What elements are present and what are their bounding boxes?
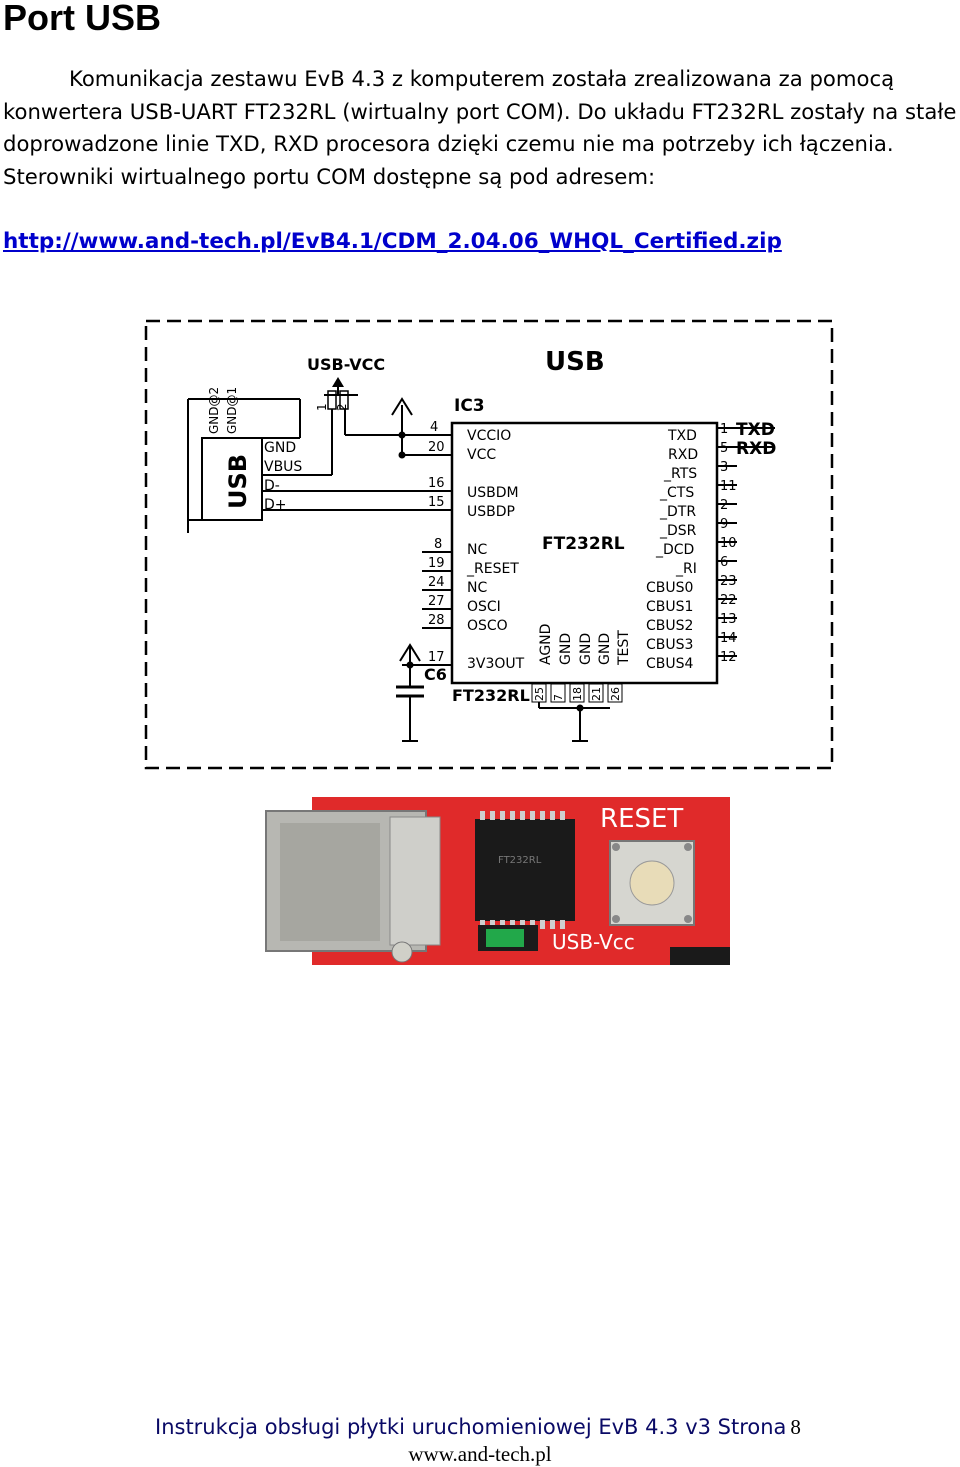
left-pin-num: 8 bbox=[434, 537, 442, 552]
conn-gnd1-label: GND@1 bbox=[225, 387, 239, 434]
c6-ref: C6 bbox=[424, 665, 447, 684]
footer-line: Instrukcja obsługi płytki uruchomieniowe… bbox=[155, 1412, 801, 1442]
usb-connector-symbol bbox=[201, 437, 263, 521]
right-pin-num: 2 bbox=[720, 498, 728, 513]
conn-signal-vbus: VBUS bbox=[264, 459, 302, 475]
right-pin-name: RXD bbox=[668, 447, 698, 463]
left-pin-name: VCC bbox=[467, 447, 496, 463]
right-pin-net: RXD bbox=[736, 439, 776, 459]
page-number: 8 bbox=[790, 1415, 801, 1439]
bottom-pin-name: GND bbox=[597, 633, 613, 665]
footer-text: Instrukcja obsługi płytki uruchomieniowe… bbox=[155, 1415, 787, 1439]
ic3-right-pins: TXD 1 TXD RXD 5 RXD _RTS 3 _CTS 11 _DTR … bbox=[646, 420, 776, 672]
right-pin-num: 11 bbox=[720, 479, 737, 494]
bottom-pin-num: 18 bbox=[571, 687, 584, 701]
left-pin-name: VCCIO bbox=[467, 428, 511, 444]
usb-connector-label: USB bbox=[224, 454, 252, 509]
photo-jumper-label: USB-Vcc bbox=[552, 930, 635, 954]
right-pin-name: _DCD bbox=[655, 542, 694, 558]
ic3-ref: IC3 bbox=[454, 396, 485, 416]
bottom-pin-name: GND bbox=[578, 633, 594, 665]
bottom-pin-nums: 25 7 18 21 26 bbox=[531, 683, 623, 703]
jumper-pin-num-2: 2 bbox=[335, 403, 349, 411]
page-title: Port USB bbox=[3, 0, 162, 38]
right-pin-num: 3 bbox=[720, 460, 728, 475]
left-pin-num: 17 bbox=[428, 650, 445, 665]
right-pin-name: CBUS3 bbox=[646, 637, 693, 653]
right-pin-num: 5 bbox=[720, 441, 728, 456]
right-pin-name: _DSR bbox=[659, 523, 697, 539]
left-pin-name: NC bbox=[467, 542, 487, 558]
right-pin-num: 14 bbox=[720, 631, 737, 646]
right-pin-name: _RI bbox=[675, 561, 697, 577]
right-pin-num: 1 bbox=[720, 422, 728, 437]
ic3-bottom-name: FT232RL bbox=[452, 686, 530, 705]
conn-gnd2-label: GND@2 bbox=[207, 387, 221, 434]
left-pin-num: 19 bbox=[428, 556, 445, 571]
right-pin-name: _CTS bbox=[659, 485, 694, 501]
right-pin-name: _DTR bbox=[659, 504, 696, 520]
left-pin-num: 27 bbox=[428, 594, 445, 609]
ic3-left-pins: 4 VCCIO 20 VCC 16 USBDM 15 USBDP 8 NC 19… bbox=[402, 420, 525, 672]
right-pin-net: TXD bbox=[736, 420, 775, 440]
ic3-part-name: FT232RL bbox=[542, 534, 625, 554]
right-pin-name: _RTS bbox=[663, 466, 697, 482]
bottom-pin-name: AGND bbox=[538, 624, 554, 665]
left-pin-num: 24 bbox=[428, 575, 445, 590]
right-pin-name: CBUS2 bbox=[646, 618, 693, 634]
left-pin-name: OSCI bbox=[467, 599, 501, 615]
jumper-pin-num-1: 1 bbox=[315, 403, 329, 411]
intro-paragraph: Komunikacja zestawu EvB 4.3 z komputerem… bbox=[3, 66, 957, 189]
reset-label: RESET bbox=[600, 804, 683, 834]
ft232-chip bbox=[475, 819, 575, 921]
bottom-pin-num: 26 bbox=[609, 687, 622, 701]
right-pin-name: CBUS4 bbox=[646, 656, 694, 672]
right-pin-num: 10 bbox=[720, 536, 737, 551]
left-pin-num: 20 bbox=[428, 440, 445, 455]
conn-signal-gnd: GND bbox=[264, 440, 296, 456]
driver-download-link[interactable]: http://www.and-tech.pl/EvB4.1/CDM_2.04.0… bbox=[3, 229, 782, 254]
footer-url: www.and-tech.pl bbox=[408, 1442, 552, 1466]
left-pin-num: 4 bbox=[430, 420, 438, 435]
jumper-label: USB-VCC bbox=[307, 355, 385, 374]
left-pin-name: _RESET bbox=[466, 561, 519, 577]
vcc-arrow-icon bbox=[391, 397, 413, 416]
left-pin-name: USBDM bbox=[467, 485, 519, 501]
schematic-frame bbox=[144, 319, 834, 770]
bottom-pin-name: TEST bbox=[616, 630, 632, 666]
right-pin-name: CBUS1 bbox=[646, 599, 693, 615]
right-pin-num: 12 bbox=[720, 650, 737, 665]
left-pin-num: 28 bbox=[428, 613, 445, 628]
left-pin-name: 3V3OUT bbox=[467, 656, 525, 672]
left-pin-num: 15 bbox=[428, 495, 445, 510]
schematic-section-label: USB bbox=[545, 347, 605, 377]
left-pin-name: USBDP bbox=[467, 504, 515, 520]
board-photo: FT232RL RESET USB-Vcc bbox=[265, 797, 730, 965]
right-pin-num: 9 bbox=[720, 517, 728, 532]
right-pin-num: 23 bbox=[720, 574, 737, 589]
bottom-pin-num: 21 bbox=[590, 687, 603, 701]
right-pin-num: 6 bbox=[720, 555, 728, 570]
bottom-pin-num: 7 bbox=[552, 694, 565, 701]
c6-vcc-arrow-icon bbox=[399, 643, 421, 662]
bottom-pin-name: GND bbox=[558, 633, 574, 665]
usb-schematic: USB USB-VCC 1 2 USB GND VBUS D- D+ GND@2… bbox=[144, 319, 834, 770]
bottom-pin-num: 25 bbox=[533, 687, 546, 701]
left-pin-name: OSCO bbox=[467, 618, 508, 634]
right-pin-num: 13 bbox=[720, 612, 737, 627]
chip-marking: FT232RL bbox=[498, 855, 542, 866]
right-pin-num: 22 bbox=[720, 593, 737, 608]
right-pin-name: CBUS0 bbox=[646, 580, 693, 596]
left-pin-name: NC bbox=[467, 580, 487, 596]
right-pin-name: TXD bbox=[667, 428, 697, 444]
left-pin-num: 16 bbox=[428, 476, 445, 491]
jumper-arrow bbox=[332, 377, 344, 387]
